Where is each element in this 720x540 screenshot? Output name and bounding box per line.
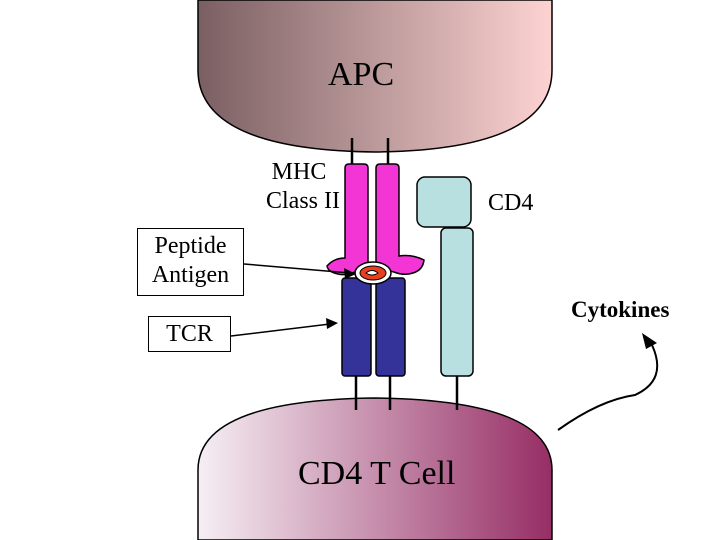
peptide-antigen-label-box: Peptide Antigen: [137, 228, 244, 296]
cytokines-arrow: [557, 333, 659, 431]
t-cell: [197, 397, 553, 540]
mhc-class-ii-molecule: [326, 163, 425, 276]
tcr-label-box: TCR: [148, 316, 231, 352]
tcr-chain-right: [375, 277, 406, 377]
t-cell-label: CD4 T Cell: [298, 455, 456, 492]
tcr-chain-left: [341, 277, 372, 377]
mhc-label-line1: MHC: [271, 159, 327, 185]
mhc-class-ii-label: MHC Class II: [240, 158, 340, 216]
peptide-label-line2: Antigen: [151, 262, 230, 288]
tcr-tails-bottom: [354, 374, 459, 410]
peptide-label-line1: Peptide: [154, 233, 227, 259]
peptide-antigen: [354, 261, 392, 285]
mhc-chain-beta: [375, 163, 425, 276]
cd4-molecule: [416, 176, 474, 377]
cd4-upper-domain: [416, 176, 472, 228]
tcr-molecule: [341, 277, 406, 377]
cytokines-label: Cytokines: [571, 297, 670, 322]
apc-cell: [197, 0, 553, 153]
apc-label: APC: [328, 56, 395, 93]
tcr-pointer-arrow: [230, 318, 338, 337]
cd4-lower-domain: [440, 227, 474, 377]
peptide-pointer-arrow: [243, 263, 356, 279]
cd4-label: CD4: [488, 190, 534, 216]
mhc-tails-top: [350, 138, 390, 168]
mhc-label-line2: Class II: [266, 188, 340, 214]
